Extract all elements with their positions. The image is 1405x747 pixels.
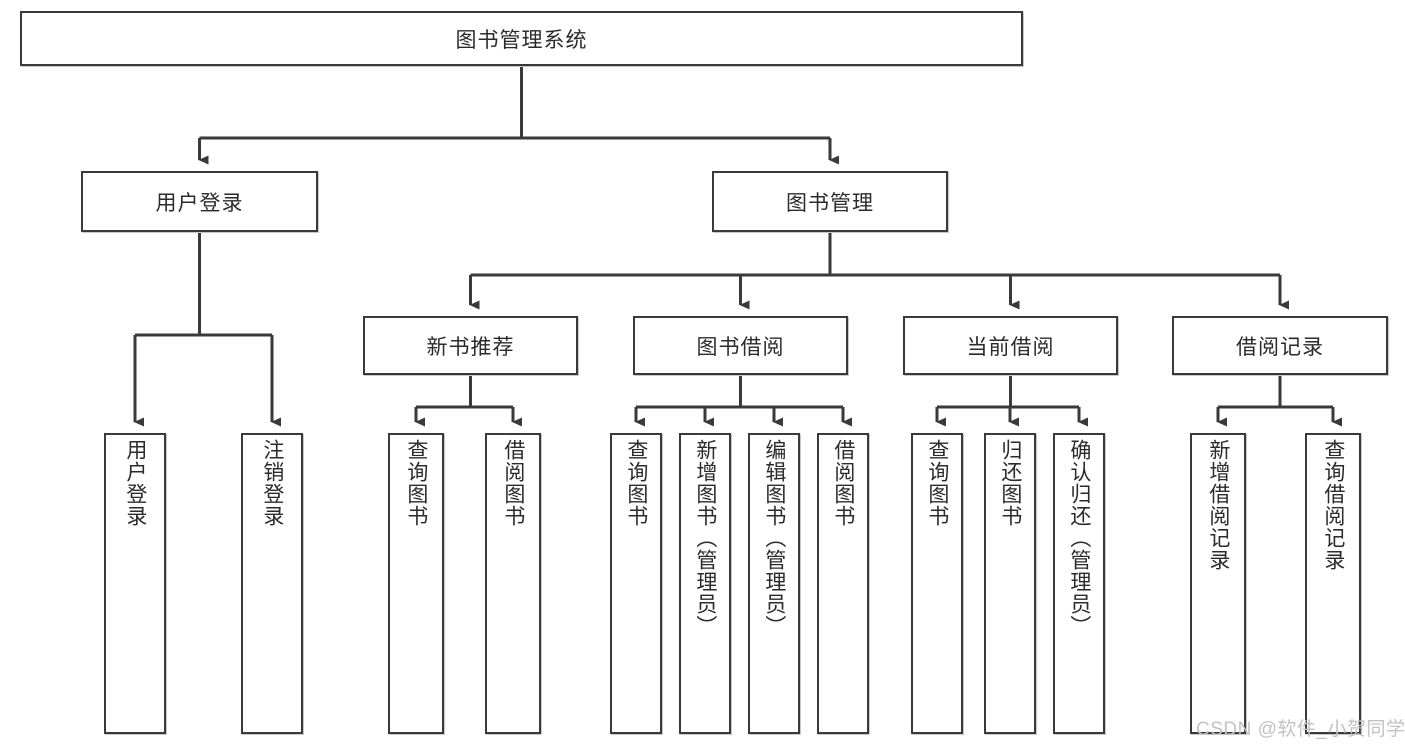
node-book-manage[interactable]: 图书管理: [712, 171, 948, 232]
node-new-book-rec[interactable]: 新书推荐: [363, 316, 578, 375]
node-leaf-query-book-2[interactable]: 查询图书: [610, 433, 662, 734]
node-leaf-logout[interactable]: 注销登录: [241, 433, 303, 734]
node-leaf-query-record[interactable]: 查询借阅记录: [1305, 433, 1361, 734]
node-label: 查询借阅记录: [1321, 439, 1345, 571]
node-label: 编辑图书（管理员）: [762, 439, 786, 637]
node-label: 借阅记录: [1236, 335, 1324, 359]
node-label: 归还图书: [998, 439, 1022, 527]
node-leaf-user-login[interactable]: 用户登录: [104, 433, 166, 734]
node-label: 借阅图书: [501, 439, 525, 527]
node-borrow-record[interactable]: 借阅记录: [1172, 316, 1388, 375]
node-leaf-borrow-book-1[interactable]: 借阅图书: [485, 433, 541, 734]
node-label: 当前借阅: [966, 335, 1055, 359]
node-current-borrow[interactable]: 当前借阅: [903, 316, 1118, 375]
node-leaf-confirm-return[interactable]: 确认归还（管理员）: [1053, 433, 1105, 734]
node-label: 用户登录: [155, 191, 244, 215]
node-leaf-query-book-1[interactable]: 查询图书: [388, 433, 444, 734]
node-label: 新书推荐: [426, 335, 515, 359]
node-root[interactable]: 图书管理系统: [20, 11, 1023, 66]
node-leaf-add-record[interactable]: 新增借阅记录: [1190, 433, 1246, 734]
node-leaf-edit-book[interactable]: 编辑图书（管理员）: [748, 433, 800, 734]
node-label: 查询图书: [624, 439, 648, 527]
node-label: 图书借阅: [696, 335, 785, 359]
node-label: 查询图书: [925, 439, 949, 527]
node-book-borrow[interactable]: 图书借阅: [633, 316, 848, 375]
node-leaf-borrow-book-2[interactable]: 借阅图书: [817, 433, 869, 734]
node-label: 新增图书（管理员）: [693, 439, 717, 637]
node-label: 图书管理: [786, 191, 874, 215]
node-user-login[interactable]: 用户登录: [81, 171, 318, 232]
node-label: 确认归还（管理员）: [1067, 439, 1091, 637]
node-leaf-add-book[interactable]: 新增图书（管理员）: [679, 433, 731, 734]
node-label: 图书管理系统: [455, 28, 588, 52]
node-leaf-return-book[interactable]: 归还图书: [984, 433, 1036, 734]
node-label: 新增借阅记录: [1206, 439, 1230, 571]
node-label: 用户登录: [123, 439, 147, 527]
node-label: 借阅图书: [831, 439, 855, 527]
node-leaf-query-book-3[interactable]: 查询图书: [911, 433, 963, 734]
node-label: 注销登录: [260, 439, 284, 527]
node-label: 查询图书: [404, 439, 428, 527]
